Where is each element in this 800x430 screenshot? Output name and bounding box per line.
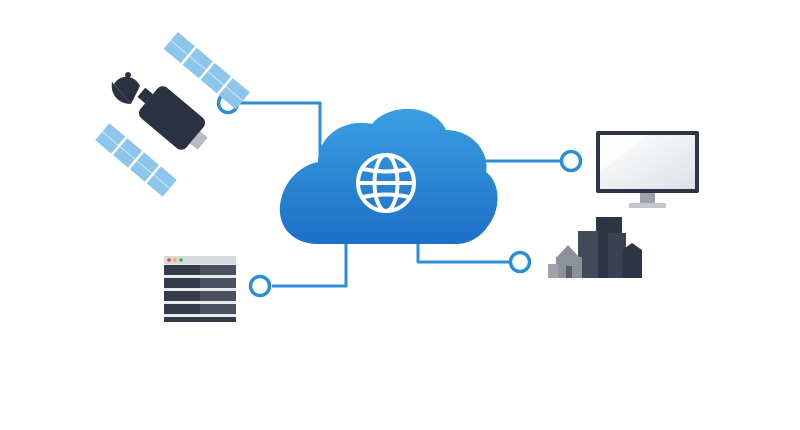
solar-panel-lower: [95, 123, 177, 197]
satellite-body: [137, 86, 208, 150]
server-icon: [164, 256, 236, 322]
buildings-icon: [548, 217, 642, 278]
monitor-icon: [596, 131, 699, 208]
buildings-node: [508, 250, 532, 274]
globe-icon: [356, 153, 416, 213]
satellite-icon: [95, 32, 250, 197]
cloud-icon: [279, 108, 498, 244]
solar-panel-upper: [163, 32, 250, 110]
satellite-connector-line: [240, 101, 322, 160]
monitor-node: [559, 149, 583, 173]
server-node: [248, 274, 272, 298]
server-connector-line: [272, 232, 348, 288]
satellite-dish: [111, 72, 140, 104]
